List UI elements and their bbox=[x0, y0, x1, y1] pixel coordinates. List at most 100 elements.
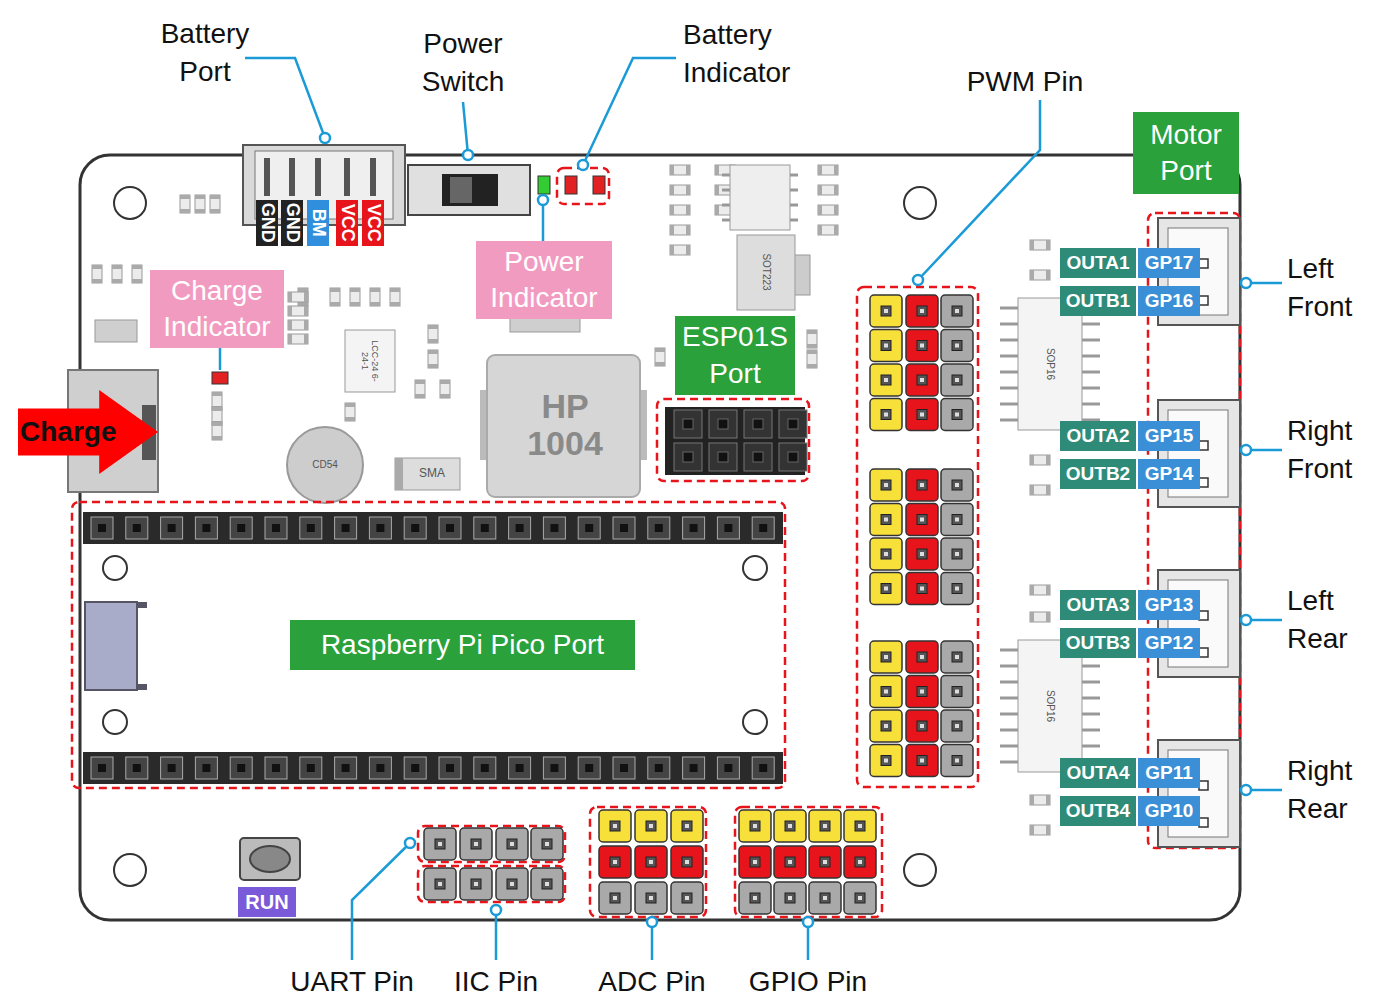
connector-pin bbox=[1199, 781, 1208, 790]
pin-hole bbox=[952, 375, 962, 385]
chip-marking: SMA bbox=[419, 467, 445, 481]
pin-hole bbox=[955, 759, 959, 763]
node-text: GP14 bbox=[1145, 462, 1194, 487]
battery-led bbox=[593, 176, 605, 194]
header-pin bbox=[941, 676, 973, 708]
smd-pad bbox=[330, 288, 340, 292]
pin-hole bbox=[881, 515, 891, 525]
smd-pad bbox=[288, 292, 292, 302]
header-pin bbox=[404, 757, 426, 779]
mounting-hole bbox=[904, 187, 936, 219]
smd-pad bbox=[686, 205, 690, 215]
node-text: GND bbox=[280, 203, 303, 243]
pin-hole bbox=[545, 882, 549, 886]
pin-hole bbox=[376, 764, 384, 772]
smd-part bbox=[807, 350, 817, 368]
connector-pin bbox=[1199, 259, 1208, 268]
header-pin bbox=[870, 330, 902, 362]
smd-pad bbox=[1030, 270, 1034, 280]
smd-part bbox=[818, 205, 838, 215]
pin-hole bbox=[955, 587, 959, 591]
smd-pad bbox=[304, 320, 308, 330]
header-pin bbox=[906, 399, 938, 431]
pin-hole bbox=[613, 824, 617, 828]
pin-hole bbox=[881, 341, 891, 351]
motor-output-tag: OUTB1 bbox=[1060, 286, 1136, 316]
header-pin bbox=[870, 295, 902, 327]
leader-dot bbox=[538, 195, 548, 205]
motor-connector bbox=[1168, 410, 1228, 497]
smd-pad bbox=[1046, 825, 1050, 835]
smd-pad bbox=[686, 225, 690, 235]
header-pin bbox=[648, 757, 670, 779]
header-pin bbox=[752, 517, 774, 539]
smd-pad bbox=[1046, 485, 1050, 495]
chip-pin bbox=[1000, 697, 1018, 700]
leader-dot bbox=[1241, 615, 1251, 625]
header-pin bbox=[671, 846, 703, 878]
pin-hole bbox=[920, 552, 924, 556]
smd-pad bbox=[818, 225, 822, 235]
chip-pin bbox=[1082, 745, 1100, 748]
pin-hole bbox=[785, 893, 795, 903]
header-pin bbox=[774, 846, 806, 878]
pin-hole bbox=[917, 652, 927, 662]
smd-part bbox=[428, 350, 438, 368]
pin-hole bbox=[759, 524, 767, 532]
smd-pad bbox=[686, 245, 690, 255]
header-pin bbox=[906, 295, 938, 327]
cd54-inductor bbox=[287, 427, 363, 503]
smd-part bbox=[92, 265, 102, 283]
smd-pad bbox=[350, 288, 360, 292]
header-pin bbox=[578, 517, 600, 539]
pin-hole bbox=[585, 524, 593, 532]
leader-line bbox=[219, 348, 222, 370]
smd-pad bbox=[370, 302, 380, 306]
chip-marking: LCC-24 6-24-1 bbox=[360, 339, 381, 383]
chip-pin bbox=[1082, 355, 1100, 358]
battery-connector bbox=[243, 145, 405, 225]
pin-hole bbox=[881, 652, 891, 662]
pin-hole bbox=[753, 860, 757, 864]
smd-pad bbox=[428, 364, 438, 368]
chip-pin bbox=[1082, 403, 1100, 406]
smd-pad bbox=[670, 185, 674, 195]
pin-hole bbox=[682, 893, 692, 903]
sot223-chip bbox=[737, 235, 795, 310]
chip-pin bbox=[1000, 323, 1018, 326]
node-text: Motor Port bbox=[1135, 117, 1237, 190]
smd-part bbox=[330, 288, 340, 306]
pin-hole bbox=[881, 410, 891, 420]
header-pin bbox=[635, 882, 667, 914]
header-pin bbox=[906, 364, 938, 396]
header-pin bbox=[91, 757, 113, 779]
pin-hole bbox=[788, 824, 792, 828]
header-pin bbox=[496, 828, 528, 860]
smd-part bbox=[807, 330, 817, 348]
pin-hole bbox=[920, 759, 924, 763]
chip-pin bbox=[1000, 713, 1018, 716]
smd-part bbox=[510, 318, 580, 332]
smd-pad bbox=[92, 265, 102, 269]
motor-connector bbox=[1158, 570, 1240, 677]
node-text: OUTB4 bbox=[1066, 799, 1130, 824]
pin-hole bbox=[98, 524, 106, 532]
header-pin bbox=[126, 517, 148, 539]
pin-hole bbox=[471, 879, 481, 889]
chip-pin bbox=[1000, 681, 1018, 684]
power-switch bbox=[408, 165, 530, 215]
pin-hole bbox=[785, 857, 795, 867]
leader-line bbox=[245, 58, 325, 138]
header-pin bbox=[870, 745, 902, 777]
pin-hole bbox=[952, 584, 962, 594]
pin-hole bbox=[610, 893, 620, 903]
connector-pin bbox=[344, 158, 350, 196]
pin-hole bbox=[507, 879, 517, 889]
header-pin bbox=[635, 846, 667, 878]
header-pin bbox=[870, 364, 902, 396]
smd-part bbox=[818, 185, 838, 195]
smd-pad bbox=[818, 205, 822, 215]
pin-hole bbox=[507, 839, 517, 849]
pin-hole bbox=[516, 524, 524, 532]
